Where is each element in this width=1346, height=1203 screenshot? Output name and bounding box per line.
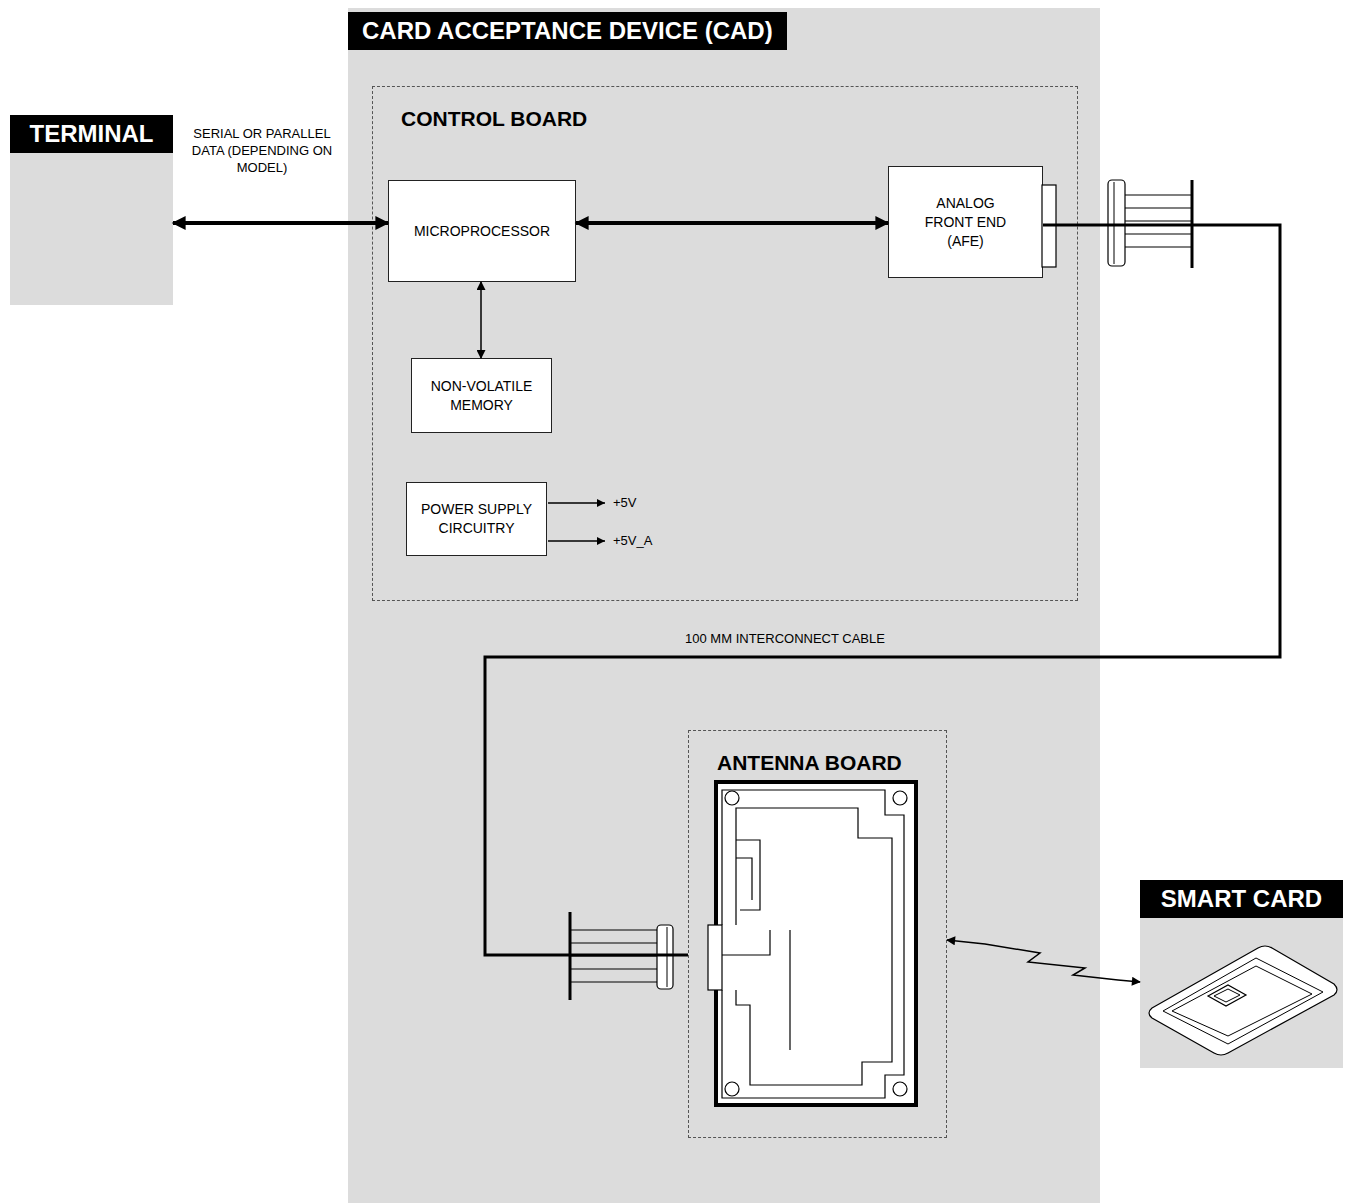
box-label: NON-VOLATILE MEMORY bbox=[422, 377, 542, 415]
signal-name: +5V bbox=[613, 494, 637, 511]
connector bbox=[173, 221, 388, 225]
heading: CARD ACCEPTANCE DEVICE (CAD) bbox=[348, 12, 787, 50]
antenna-pcb bbox=[708, 782, 916, 1105]
heading: SMART CARD bbox=[1140, 880, 1343, 918]
process-box: ANALOG FRONT END (AFE) bbox=[888, 166, 1043, 278]
heading: CONTROL BOARD bbox=[401, 107, 1077, 131]
connector bbox=[576, 221, 888, 225]
connector-label: 100 MM INTERCONNECT CABLE bbox=[560, 630, 1010, 647]
heading: TERMINAL bbox=[10, 115, 173, 153]
memory-box: NON-VOLATILE MEMORY bbox=[411, 358, 552, 433]
connector-label: SERIAL OR PARALLEL DATA (DEPENDING ON MO… bbox=[187, 125, 337, 176]
terminal-panel: TERMINAL bbox=[10, 115, 173, 305]
power-box: POWER SUPPLY CIRCUITRY bbox=[406, 482, 547, 556]
smart-card-figure bbox=[1149, 946, 1337, 1055]
box-label: ANALOG FRONT END (AFE) bbox=[924, 194, 1008, 251]
connector bbox=[480, 282, 482, 358]
power-rails bbox=[548, 503, 605, 541]
heading: ANTENNA BOARD bbox=[717, 751, 946, 775]
signal-name: +5V_A bbox=[613, 532, 652, 549]
box-label: MICROPROCESSOR bbox=[414, 222, 550, 241]
process-box: MICROPROCESSOR bbox=[388, 180, 576, 282]
box-label: POWER SUPPLY CIRCUITRY bbox=[417, 500, 537, 538]
connector bbox=[947, 940, 1140, 982]
board-outline: CONTROL BOARD MICROPROCESSOR ANALOG FRONT … bbox=[372, 86, 1078, 601]
connector bbox=[485, 225, 1280, 955]
